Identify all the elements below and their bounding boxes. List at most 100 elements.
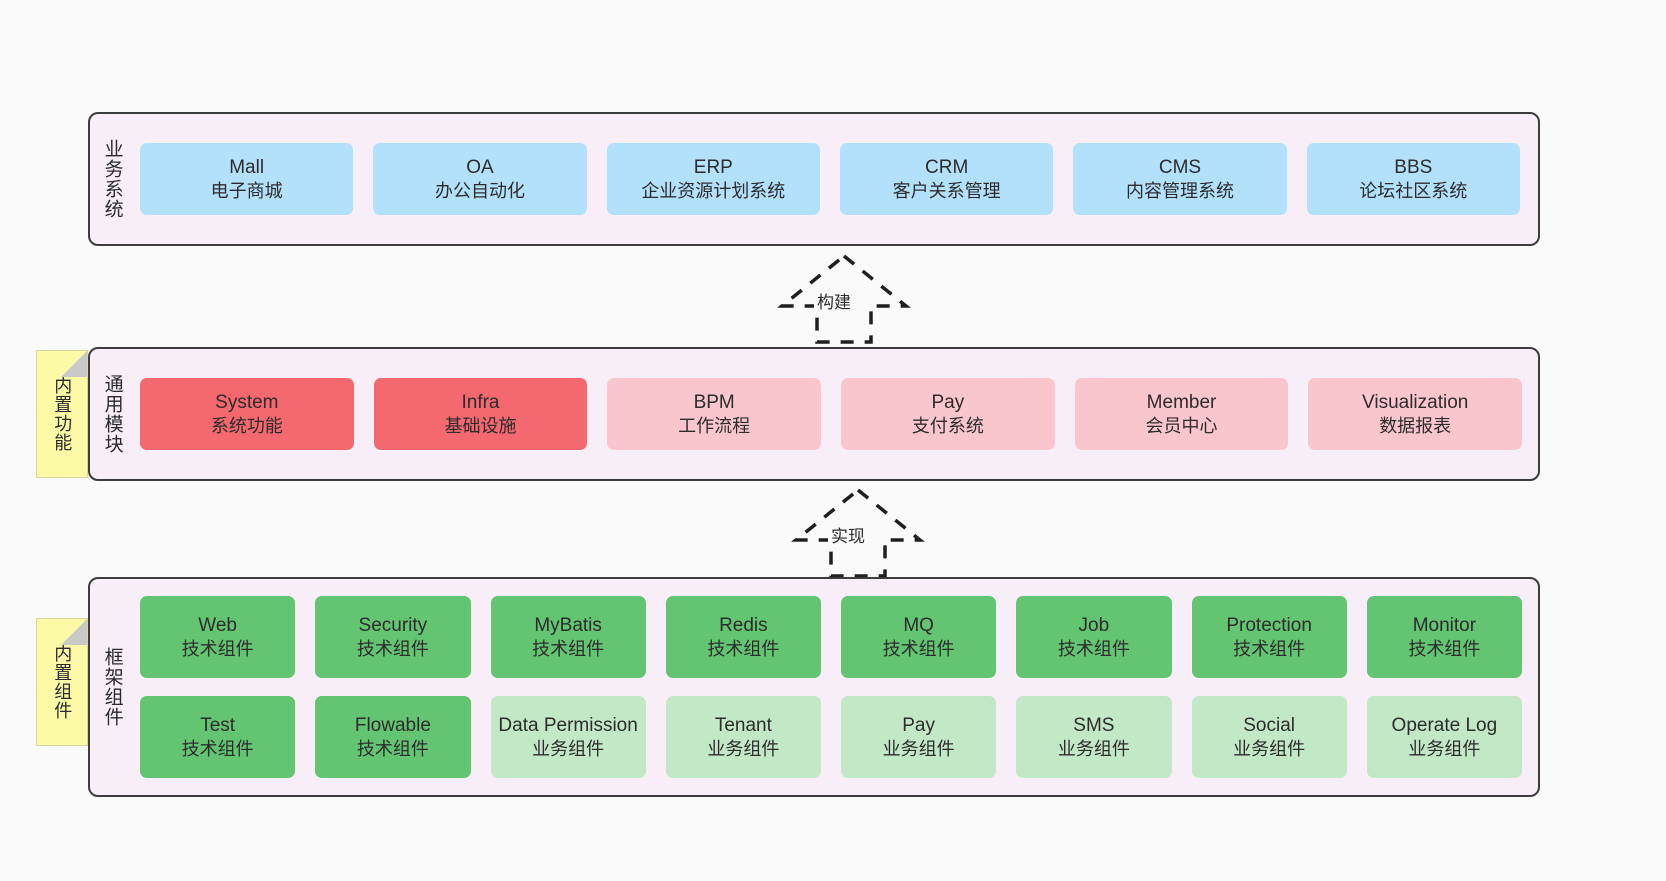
card-subtitle: 工作流程 bbox=[678, 415, 751, 436]
card-job[interactable]: Job 技术组件 bbox=[1016, 596, 1172, 678]
card-mybatis[interactable]: MyBatis 技术组件 bbox=[490, 596, 646, 678]
card-subtitle: 业务组件 bbox=[532, 738, 605, 759]
card-cms[interactable]: CMS 内容管理系统 bbox=[1073, 143, 1287, 215]
card-subtitle: 技术组件 bbox=[1233, 638, 1306, 659]
card-title: OA bbox=[466, 156, 494, 178]
note-builtin-features: 内置功能 bbox=[36, 350, 88, 478]
card-pay-component[interactable]: Pay 业务组件 bbox=[841, 696, 997, 778]
card-subtitle: 业务组件 bbox=[1057, 738, 1130, 759]
layer-framework-components: 框架组件 Web 技术组件 Security 技术组件 MyBatis 技术组件… bbox=[88, 577, 1540, 797]
card-title: Web bbox=[198, 614, 237, 636]
card-subtitle: 业务组件 bbox=[707, 738, 780, 759]
card-subtitle: 技术组件 bbox=[1057, 638, 1130, 659]
card-subtitle: 系统功能 bbox=[210, 415, 283, 436]
card-subtitle: 电子商城 bbox=[210, 180, 283, 201]
layer-body-framework: Web 技术组件 Security 技术组件 MyBatis 技术组件 Redi… bbox=[134, 579, 1538, 795]
card-title: MQ bbox=[903, 614, 934, 636]
card-subtitle: 会员中心 bbox=[1145, 415, 1218, 436]
card-row: Web 技术组件 Security 技术组件 MyBatis 技术组件 Redi… bbox=[140, 596, 1522, 678]
card-redis[interactable]: Redis 技术组件 bbox=[665, 596, 821, 678]
card-title: Redis bbox=[719, 614, 768, 636]
card-title: Job bbox=[1078, 614, 1110, 636]
card-system[interactable]: System 系统功能 bbox=[140, 378, 354, 450]
card-flowable[interactable]: Flowable 技术组件 bbox=[315, 696, 471, 778]
card-title: Pay bbox=[931, 391, 965, 413]
layer-title-business: 业务系统 bbox=[101, 139, 123, 219]
card-title: Infra bbox=[461, 391, 500, 413]
card-title: Test bbox=[200, 714, 236, 736]
card-test[interactable]: Test 技术组件 bbox=[140, 696, 296, 778]
card-subtitle: 技术组件 bbox=[882, 638, 955, 659]
layer-body-business: Mall 电子商城 OA 办公自动化 ERP 企业资源计划系统 CRM 客户关系… bbox=[134, 114, 1538, 244]
card-title: Flowable bbox=[354, 714, 431, 736]
card-subtitle: 技术组件 bbox=[1408, 638, 1481, 659]
card-subtitle: 技术组件 bbox=[181, 638, 254, 659]
card-title: Social bbox=[1243, 714, 1295, 736]
layer-business-systems: 业务系统 Mall 电子商城 OA 办公自动化 ERP 企业资源计划系统 CRM bbox=[88, 112, 1540, 246]
card-oa[interactable]: OA 办公自动化 bbox=[373, 143, 587, 215]
card-subtitle: 技术组件 bbox=[707, 638, 780, 659]
card-subtitle: 论坛社区系统 bbox=[1359, 180, 1468, 201]
card-protection[interactable]: Protection 技术组件 bbox=[1191, 596, 1347, 678]
card-data-permission[interactable]: Data Permission 业务组件 bbox=[490, 696, 646, 778]
card-subtitle: 业务组件 bbox=[1408, 738, 1481, 759]
card-tenant[interactable]: Tenant 业务组件 bbox=[665, 696, 821, 778]
card-title: Pay bbox=[902, 714, 935, 736]
card-bbs[interactable]: BBS 论坛社区系统 bbox=[1306, 143, 1520, 215]
card-infra[interactable]: Infra 基础设施 bbox=[373, 378, 588, 450]
layer-common-modules: 通用模块 System 系统功能 Infra 基础设施 BPM 工作流程 Pay bbox=[88, 347, 1540, 481]
card-operate-log[interactable]: Operate Log 业务组件 bbox=[1366, 696, 1522, 778]
card-pay-module[interactable]: Pay 支付系统 bbox=[841, 378, 1055, 450]
card-title: Visualization bbox=[1362, 391, 1469, 413]
arrow-label-implement: 实现 bbox=[828, 522, 868, 547]
card-title: CRM bbox=[925, 156, 969, 178]
card-title: BPM bbox=[693, 391, 735, 413]
card-row: Mall 电子商城 OA 办公自动化 ERP 企业资源计划系统 CRM 客户关系… bbox=[140, 143, 1520, 215]
card-mq[interactable]: MQ 技术组件 bbox=[841, 596, 997, 678]
card-web[interactable]: Web 技术组件 bbox=[140, 596, 296, 678]
card-title: Operate Log bbox=[1391, 714, 1498, 736]
card-subtitle: 业务组件 bbox=[1233, 738, 1306, 759]
card-title: BBS bbox=[1394, 156, 1433, 178]
arrow-build: 构建 bbox=[756, 250, 932, 346]
card-title: System bbox=[215, 391, 279, 413]
arrow-implement: 实现 bbox=[770, 484, 946, 580]
card-mall[interactable]: Mall 电子商城 bbox=[140, 143, 354, 215]
card-title: MyBatis bbox=[534, 614, 602, 636]
card-title: Monitor bbox=[1412, 614, 1477, 636]
card-subtitle: 内容管理系统 bbox=[1125, 180, 1234, 201]
card-title: Member bbox=[1146, 391, 1217, 413]
card-title: Tenant bbox=[714, 714, 772, 736]
card-title: Mall bbox=[229, 156, 265, 178]
card-member[interactable]: Member 会员中心 bbox=[1074, 378, 1289, 450]
card-crm[interactable]: CRM 客户关系管理 bbox=[839, 143, 1054, 215]
card-subtitle: 技术组件 bbox=[532, 638, 605, 659]
arrow-label-build: 构建 bbox=[814, 288, 854, 313]
card-subtitle: 技术组件 bbox=[181, 738, 254, 759]
card-subtitle: 基础设施 bbox=[444, 415, 517, 436]
card-subtitle: 办公自动化 bbox=[434, 180, 525, 201]
card-visualization[interactable]: Visualization 数据报表 bbox=[1308, 378, 1523, 450]
card-row: Test 技术组件 Flowable 技术组件 Data Permission … bbox=[140, 696, 1522, 778]
card-title: SMS bbox=[1073, 714, 1115, 736]
note-builtin-components: 内置组件 bbox=[36, 618, 88, 746]
layer-title-modules: 通用模块 bbox=[101, 374, 123, 454]
card-subtitle: 技术组件 bbox=[356, 638, 429, 659]
card-title: Data Permission bbox=[498, 714, 638, 736]
card-social[interactable]: Social 业务组件 bbox=[1191, 696, 1347, 778]
layer-body-modules: System 系统功能 Infra 基础设施 BPM 工作流程 Pay 支付系统… bbox=[134, 349, 1538, 479]
card-subtitle: 企业资源计划系统 bbox=[641, 180, 786, 201]
card-erp[interactable]: ERP 企业资源计划系统 bbox=[606, 143, 820, 215]
card-title: Protection bbox=[1226, 614, 1312, 636]
card-security[interactable]: Security 技术组件 bbox=[315, 596, 471, 678]
card-title: CMS bbox=[1158, 156, 1202, 178]
card-monitor[interactable]: Monitor 技术组件 bbox=[1366, 596, 1522, 678]
card-row: System 系统功能 Infra 基础设施 BPM 工作流程 Pay 支付系统… bbox=[140, 378, 1523, 450]
card-bpm[interactable]: BPM 工作流程 bbox=[607, 378, 822, 450]
card-subtitle: 支付系统 bbox=[911, 415, 984, 436]
card-sms[interactable]: SMS 业务组件 bbox=[1016, 696, 1172, 778]
card-title: Security bbox=[358, 614, 428, 636]
card-subtitle: 客户关系管理 bbox=[892, 180, 1001, 201]
layer-title-framework: 框架组件 bbox=[101, 647, 123, 727]
